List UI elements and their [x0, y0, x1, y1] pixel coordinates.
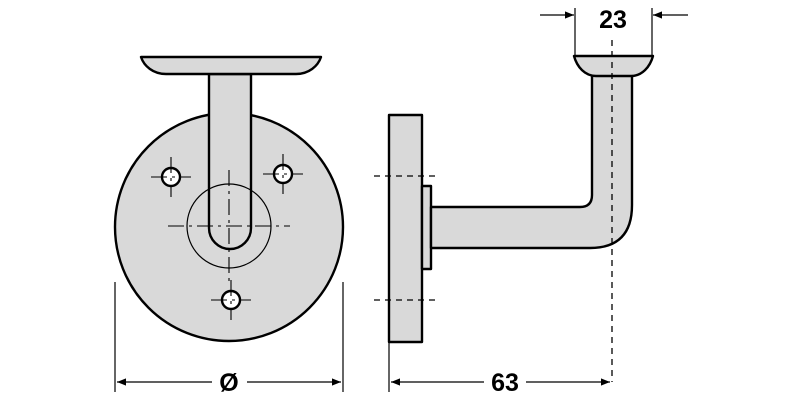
- side-view: [374, 40, 655, 382]
- screw-hole-left: [151, 157, 191, 197]
- rail-saddle-side: [572, 54, 655, 78]
- screw-hole-right: [263, 154, 303, 194]
- top-width-dimension: 23: [540, 6, 688, 56]
- screw-hole-bottom: [211, 280, 251, 320]
- diameter-dimension: Ø: [114, 282, 344, 397]
- top-width-label: 23: [599, 6, 627, 34]
- diameter-label: Ø: [219, 369, 238, 397]
- depth-label: 63: [491, 369, 519, 397]
- support-arm-front: [207, 72, 253, 251]
- support-arm-side: [429, 72, 634, 250]
- front-view: [113, 55, 345, 343]
- mounting-boss-side: [420, 184, 433, 271]
- wall-plate-side: [387, 113, 424, 344]
- depth-dimension: 63: [388, 342, 610, 397]
- rail-saddle-front: [139, 55, 323, 76]
